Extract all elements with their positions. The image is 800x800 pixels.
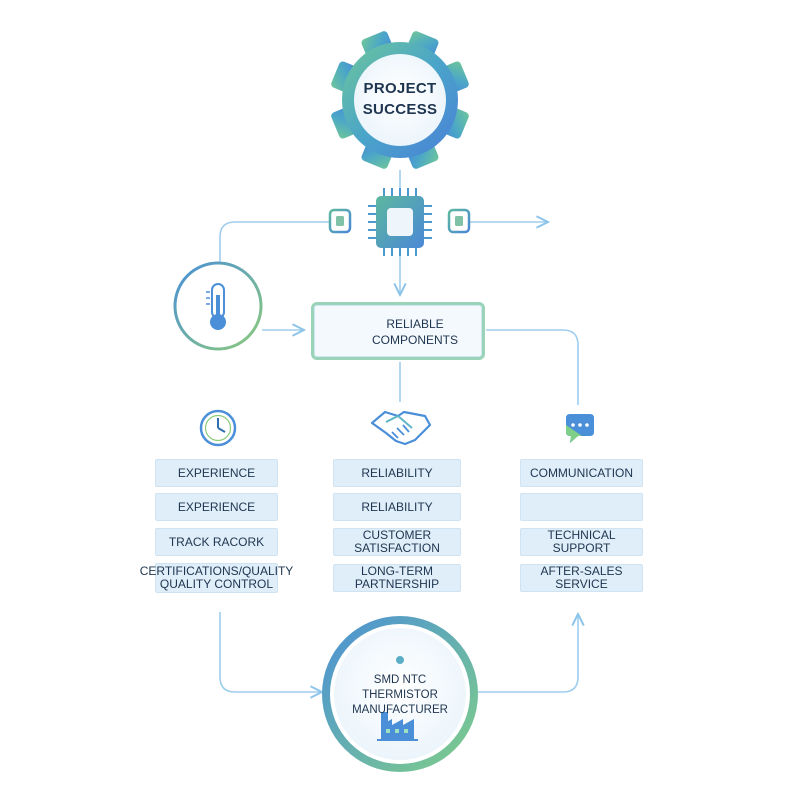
node-left (328, 208, 352, 234)
microchip-icon (368, 188, 432, 256)
reliable-components-box (311, 302, 485, 360)
chat-bubble-icon (566, 414, 594, 443)
column-2-item: CUSTOMER SATISFACTION (333, 528, 461, 556)
column-1-item: TRACK RACORK (155, 528, 278, 556)
clock-icon (199, 409, 237, 447)
column-3-item: COMMUNICATION (520, 459, 643, 487)
factory-icon (377, 712, 418, 741)
goal-line2: SUCCESS (362, 101, 438, 118)
hub-label: RELIABLE COMPONENTS (360, 316, 470, 348)
column-1-item: EXPERIENCE (155, 493, 278, 521)
column-2-item: RELIABILITY (333, 493, 461, 521)
column-2-item: RELIABILITY (333, 459, 461, 487)
column-3-item: AFTER-SALES SERVICE (520, 564, 643, 592)
manufacturer-line2: MANUFACTURER (352, 704, 448, 716)
column-3-item: TECHNICAL SUPPORT (520, 528, 643, 556)
manufacturer-label: SMD NTC THERMISTOR MANUFACTURER (343, 673, 457, 718)
handshake-icon (370, 410, 432, 446)
column-3-item (520, 493, 643, 521)
column-1-item: CERTIFICATIONS/QUALITY QUALITY CONTROL (139, 563, 294, 593)
column-1-item: EXPERIENCE (155, 459, 278, 487)
manufacturer-line1: SMD NTC THERMISTOR (362, 674, 438, 701)
goal-label: PROJECT SUCCESS (340, 78, 460, 120)
hub-line1: RELIABLE (386, 317, 444, 331)
column-2-item: LONG-TERM PARTNERSHIP (333, 564, 461, 592)
hub-line2: COMPONENTS (371, 333, 458, 347)
node-right (447, 208, 471, 234)
gear-icon (331, 31, 469, 169)
thermometer-icon (173, 261, 263, 351)
connector-lines (219, 170, 578, 692)
goal-line1: PROJECT (363, 80, 437, 97)
manufacturer-ring (322, 616, 478, 772)
